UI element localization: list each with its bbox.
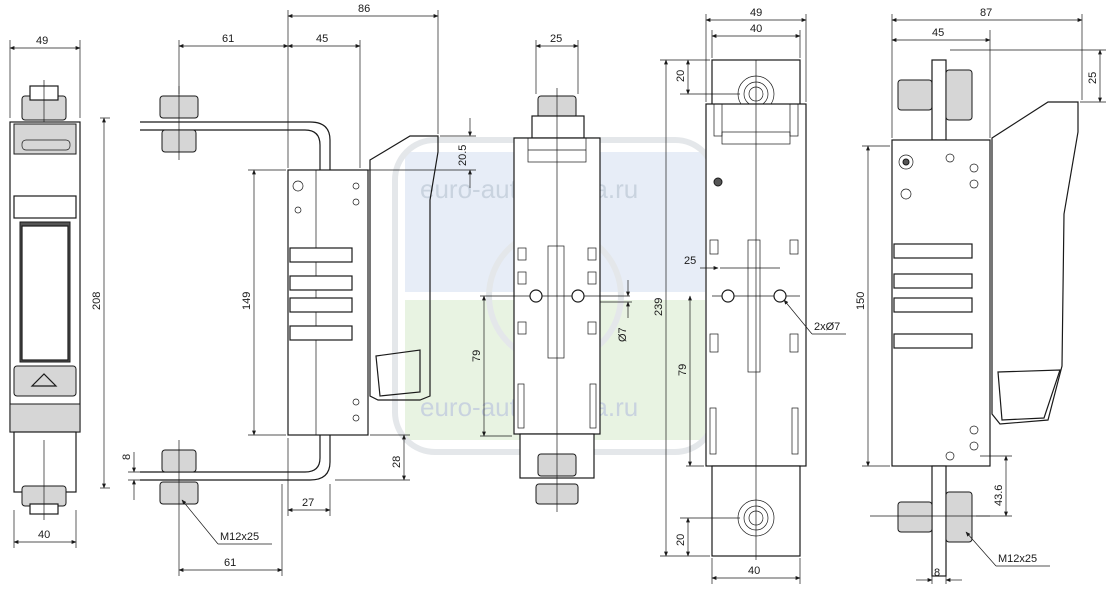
dim-right-offset-43: 43.6: [993, 485, 1005, 506]
dim-side-body-width: 45: [316, 33, 328, 45]
dim-right-part-width: 45: [932, 27, 944, 39]
dim-side-bottom-gap: 27: [302, 497, 314, 509]
dim-right-top-offset: 25: [1087, 72, 1099, 84]
dim-right-height: 150: [855, 292, 867, 310]
dim-front-width-bottom: 40: [38, 529, 50, 541]
dim-side-bolt-offset: 8: [121, 454, 133, 460]
view-plate: 49 40 20 239 25 2xØ7 79 20 40: [653, 7, 846, 584]
dim-side-height: 149: [241, 292, 253, 310]
view-front: 49 208 40: [9, 35, 110, 548]
dim-side-bolt-span: 61: [224, 557, 236, 569]
dim-side-arm-offset: 61: [222, 33, 234, 45]
dim-side-overall-width: 86: [358, 3, 370, 15]
dim-plate-height-79: 79: [677, 364, 689, 376]
dim-plate-top-offset: 20: [675, 70, 687, 82]
dim-plate-bottom-width: 40: [748, 565, 760, 577]
view-right: 87 45 25 150 43.6 M12x25 8: [855, 7, 1106, 584]
dim-back-top-width: 25: [550, 33, 562, 45]
dim-side-offset-top: 20.5: [457, 145, 469, 166]
dim-right-overall-width: 87: [980, 7, 992, 19]
label-right-bolt: M12x25: [998, 553, 1037, 565]
dim-side-bottom-offset: 28: [391, 456, 403, 468]
dim-plate-slot: 25: [684, 255, 696, 267]
view-back: 25 Ø7 79: [471, 33, 632, 512]
dim-right-bolt-offset: 8: [934, 567, 940, 579]
dim-plate-overall-width: 49: [750, 7, 762, 19]
dim-plate-overall-height: 239: [653, 298, 665, 316]
dim-plate-inner-width: 40: [750, 23, 762, 35]
dim-front-width-top: 49: [36, 35, 48, 47]
view-side: 86 61 45 20.5 149 28 27 8 M12x25: [121, 3, 476, 576]
dim-back-hole-dia: Ø7: [617, 327, 629, 342]
label-plate-holes: 2xØ7: [814, 321, 840, 333]
dim-back-height-79: 79: [471, 350, 483, 362]
dim-plate-bottom-offset: 20: [675, 534, 687, 546]
label-side-bolt: M12x25: [220, 531, 259, 543]
dim-front-height: 208: [91, 292, 103, 310]
